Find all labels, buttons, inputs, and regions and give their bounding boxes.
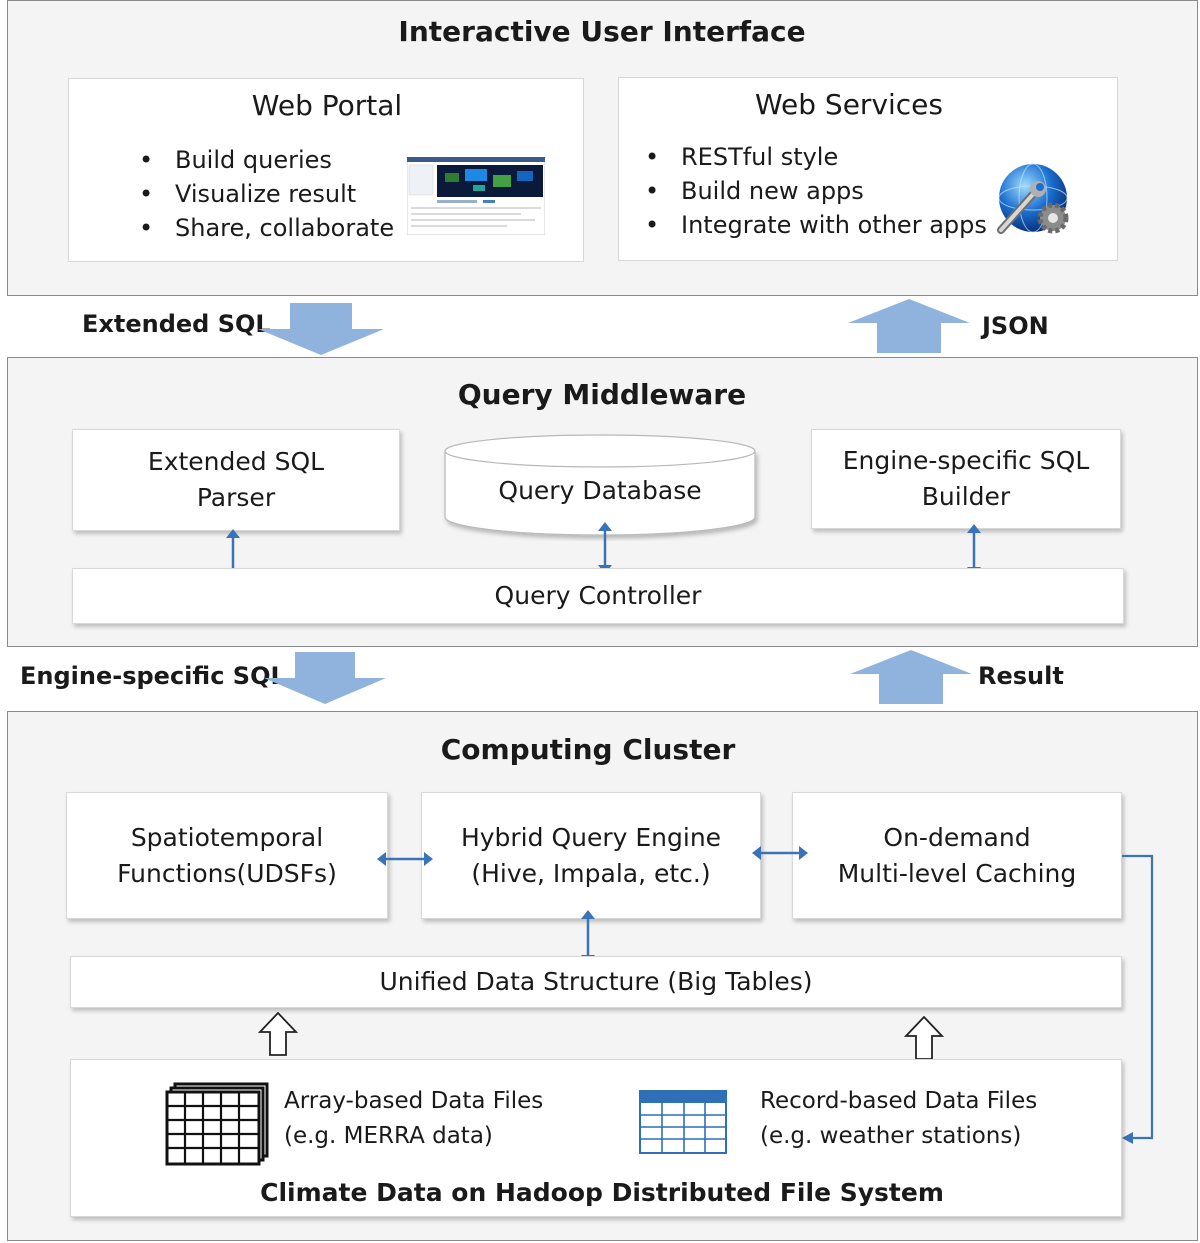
double-arrow-icon xyxy=(377,852,433,866)
sql-builder-box: Engine-specific SQL Builder xyxy=(811,429,1121,529)
middleware-panel: Query Middleware Extended SQL Parser Que… xyxy=(7,357,1198,647)
result-flow-label: Result xyxy=(978,662,1064,690)
record-files-line-1: Record-based Data Files xyxy=(760,1088,1038,1114)
record-files-line-2: (e.g. weather stations) xyxy=(760,1123,1022,1149)
globe-wrench-gear-icon xyxy=(997,163,1069,234)
bullet-item: Build new apps xyxy=(645,174,987,208)
ui-layer-panel: Interactive User Interface Web Portal Bu… xyxy=(7,0,1198,296)
hollow-up-arrow-icon xyxy=(904,1016,944,1060)
table-icon xyxy=(639,1090,727,1154)
udsf-line-1: Spatiotemporal xyxy=(130,822,324,852)
array-files-line-1: Array-based Data Files xyxy=(284,1088,544,1114)
up-arrow-icon xyxy=(850,650,972,704)
builder-line-1: Engine-specific SQL xyxy=(842,446,1090,475)
bullet-item: Integrate with other apps xyxy=(645,208,987,242)
hollow-up-arrow-icon xyxy=(258,1012,298,1056)
web-portal-title: Web Portal xyxy=(251,89,403,122)
caching-box: On-demand Multi-level Caching xyxy=(792,792,1122,919)
bullet-item: Visualize result xyxy=(139,177,394,211)
sql-parser-box: Extended SQL Parser xyxy=(72,429,400,531)
hdfs-caption: Climate Data on Hadoop Distributed File … xyxy=(260,1178,944,1207)
web-services-bullets: RESTful style Build new apps Integrate w… xyxy=(645,140,987,242)
portal-screenshot-thumbnail xyxy=(407,157,545,235)
double-arrow-icon xyxy=(752,846,808,860)
query-database-cylinder xyxy=(444,434,756,536)
record-files-text: Record-based Data Files (e.g. weather st… xyxy=(760,1084,1037,1154)
engine-sql-flow-label: Engine-specific SQL xyxy=(20,662,286,690)
ui-layer-title: Interactive User Interface xyxy=(398,15,806,48)
parser-line-1: Extended SQL xyxy=(147,447,325,476)
cluster-panel: Computing Cluster Spatiotemporal Functio… xyxy=(7,711,1198,1241)
extended-sql-flow-label: Extended SQL xyxy=(82,310,271,338)
web-services-card: Web Services RESTful style Build new app… xyxy=(618,77,1118,261)
web-services-title: Web Services xyxy=(754,88,943,121)
hdfs-storage-box: Array-based Data Files (e.g. MERRA data)… xyxy=(70,1059,1122,1217)
query-controller-box: Query Controller xyxy=(72,568,1124,624)
unified-data-structure-box: Unified Data Structure (Big Tables) xyxy=(70,956,1122,1008)
web-portal-card: Web Portal Build queries Visualize resul… xyxy=(68,78,584,262)
builder-line-2: Builder xyxy=(921,482,1011,511)
query-controller-label: Query Controller xyxy=(494,581,702,610)
up-arrow-icon xyxy=(848,299,970,353)
middleware-title: Query Middleware xyxy=(457,378,747,411)
cache-to-storage-connector xyxy=(1122,854,1154,1144)
down-arrow-icon xyxy=(258,303,384,355)
down-arrow-icon xyxy=(264,652,386,704)
stacked-grid-icon xyxy=(165,1082,269,1166)
bullet-item: RESTful style xyxy=(645,140,987,174)
bullet-item: Share, collaborate xyxy=(139,211,394,245)
json-flow-label: JSON xyxy=(982,312,1049,340)
engine-line-2: (Hive, Impala, etc.) xyxy=(471,858,711,888)
unified-data-structure-label: Unified Data Structure (Big Tables) xyxy=(379,967,813,996)
array-files-text: Array-based Data Files (e.g. MERRA data) xyxy=(284,1084,543,1154)
hybrid-engine-box: Hybrid Query Engine (Hive, Impala, etc.) xyxy=(421,792,761,919)
udsf-line-2: Functions(UDSFs) xyxy=(117,858,337,888)
cluster-title: Computing Cluster xyxy=(440,733,736,766)
array-files-line-2: (e.g. MERRA data) xyxy=(284,1123,493,1149)
parser-line-2: Parser xyxy=(196,483,276,512)
bullet-item: Build queries xyxy=(139,143,394,177)
engine-line-1: Hybrid Query Engine xyxy=(460,822,722,852)
caching-line-2: Multi-level Caching xyxy=(837,858,1077,888)
double-arrow-icon xyxy=(598,522,612,574)
web-portal-bullets: Build queries Visualize result Share, co… xyxy=(139,143,394,245)
udsf-box: Spatiotemporal Functions(UDSFs) xyxy=(66,792,388,919)
caching-line-1: On-demand xyxy=(883,822,1031,852)
query-database-label: Query Database xyxy=(498,476,702,505)
